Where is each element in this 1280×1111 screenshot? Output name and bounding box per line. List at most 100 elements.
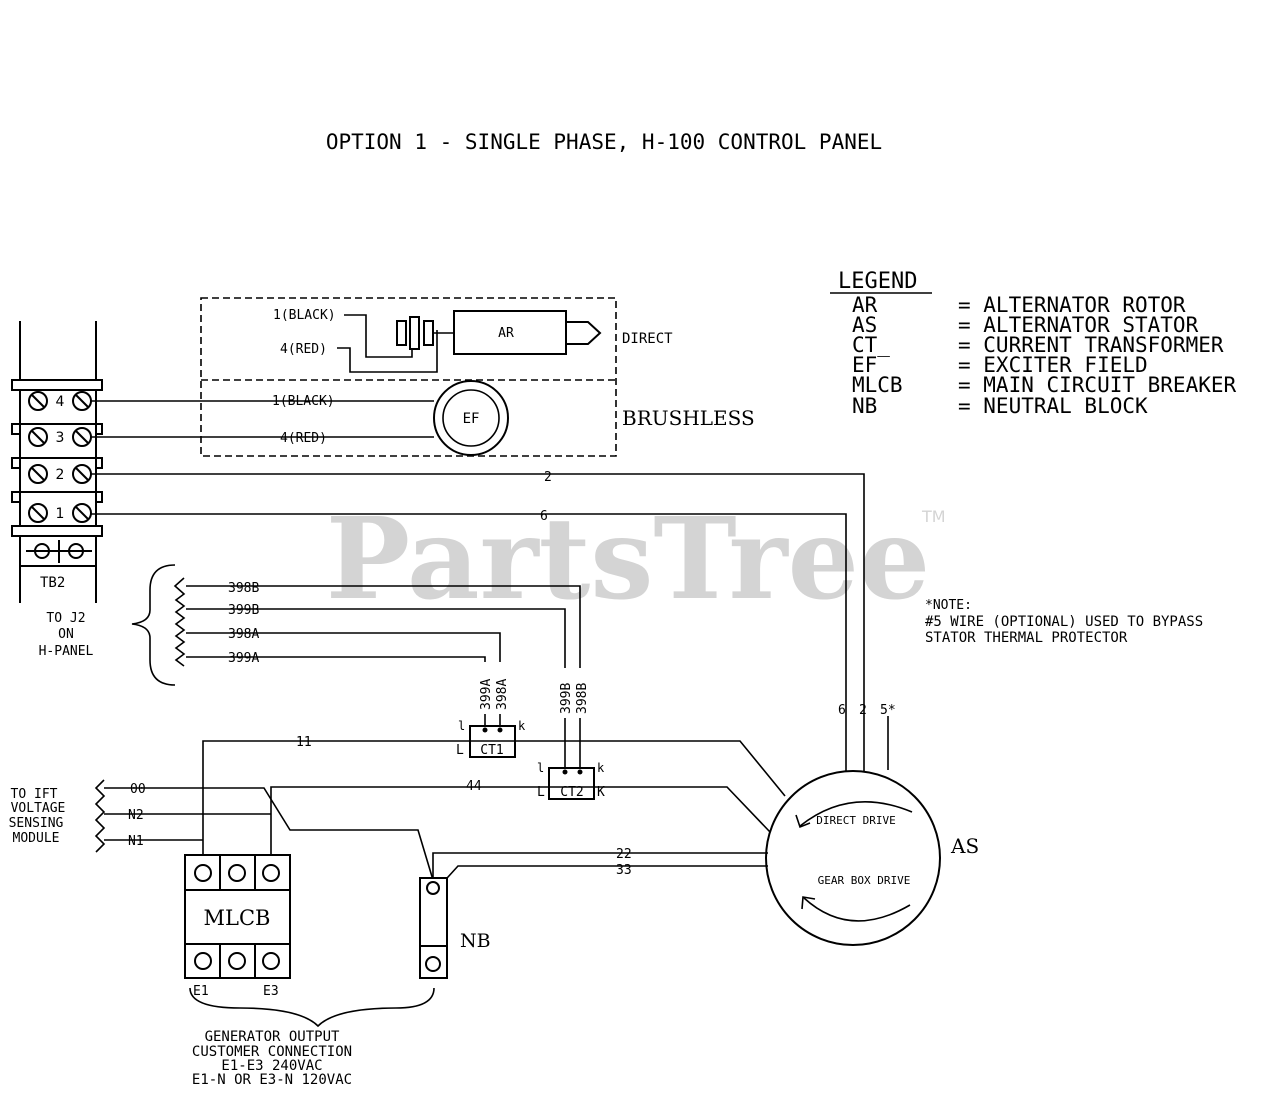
legend-desc: = EXCITER FIELD [958,353,1148,377]
j2-line3: H-PANEL [39,644,94,659]
ct2-small-l: l [537,761,544,775]
wire-2-label: 2 [544,470,552,485]
rotor-label: AR [498,326,514,341]
note: *NOTE: #5 WIRE (OPTIONAL) USED TO BYPASS… [925,598,1203,646]
legend-heading: LEGEND [838,269,917,294]
ift-line2: VOLTAGE [11,801,66,816]
exciter-field: 1(BLACK) 4(RED) EF [272,380,509,456]
legend: LEGEND AR = ALTERNATOR ROTOR AS = ALTERN… [830,269,1237,418]
mlcb-e1-label: E1 [193,984,209,999]
watermark: PartsTree TM [326,494,946,625]
legend-abbr: AS [852,313,877,337]
tb2-footer-symbol [26,540,92,563]
direct-drive-label: DIRECT DRIVE [816,814,895,827]
ift-line4: MODULE [13,831,60,846]
neutral-block: NB [419,877,491,979]
legend-entry-ct: CT_ = CURRENT TRANSFORMER [852,333,1224,357]
output-line2: CUSTOMER CONNECTION [192,1044,352,1060]
legend-desc: = ALTERNATOR ROTOR [958,293,1186,317]
stator-lead-5-label: 5* [880,703,896,718]
ct1-lead-399a-label: 399A [479,679,494,710]
wire-44: 44 [270,779,771,870]
ct1-lead-398a-label: 398A [495,679,510,710]
rotor-wire-red-label: 4(RED) [280,342,327,357]
legend-abbr: AR [852,293,878,317]
wire-11-label: 11 [296,735,312,750]
terminal-number: 1 [56,506,65,522]
ct1-small-l: l [458,719,465,733]
diagram-title: OPTION 1 - SINGLE PHASE, H-100 CONTROL P… [326,130,882,154]
legend-entry-nb: NB = NEUTRAL BLOCK [852,394,1148,418]
legend-desc: = NEUTRAL BLOCK [958,394,1148,418]
wire-n2-label: N2 [128,808,144,823]
alternator-rotor: 1(BLACK) 4(RED) AR [273,308,602,373]
terminal-1: 1 [28,503,92,523]
legend-entry-ef: EF = EXCITER FIELD [852,353,1148,377]
stator-lead-6-label: 6 [838,703,846,718]
current-transformer-ct1: CT1 l k L [456,719,526,758]
legend-desc: = MAIN CIRCUIT BREAKER [958,373,1237,397]
ct2-small-k: k [597,761,605,775]
terminal-number: 3 [56,430,65,446]
output-description: GENERATOR OUTPUT CUSTOMER CONNECTION E1-… [192,1029,352,1088]
rotor-wire-black-label: 1(BLACK) [273,308,336,323]
output-line1: GENERATOR OUTPUT [205,1029,340,1045]
wire-22: 22 [432,847,768,888]
wire-22-label: 22 [616,847,632,862]
wire-n1-label: N1 [128,834,144,849]
wire-6-label: 6 [540,509,548,524]
terminal-block-tb2: 4 3 2 1 TB2 [11,321,103,603]
rotor-option-box: DIRECT BRUSHLESS [200,297,755,457]
terminal-number: 2 [56,467,65,483]
main-circuit-breaker: MLCB E1 E3 [184,854,291,999]
current-transformer-ct2: CT2 l k L K [537,761,605,800]
wire-2: 2 [91,470,865,768]
legend-abbr: CT_ [852,333,890,357]
nb-label: NB [460,930,491,952]
ct1-l: L [456,743,464,758]
wire-399b-label: 399B [228,603,259,618]
output-line3: E1-E3 240VAC [221,1058,322,1074]
note-line2: #5 WIRE (OPTIONAL) USED TO BYPASS [925,614,1203,630]
legend-abbr: EF [852,353,877,377]
alternator-stator: AS DIRECT DRIVE GEAR BOX DRIVE [765,768,979,946]
ef-label: EF [463,411,480,427]
j2-line2: ON [58,627,74,642]
wire-33: 33 [437,863,768,889]
wire-398a-label: 398A [228,627,259,642]
ift-line1: TO IFT [11,787,58,802]
wire-398b-label: 398B [228,581,259,596]
wire-6: 6 [91,509,847,768]
ef-wire-red-label: 4(RED) [280,431,327,446]
wire-44-label: 44 [466,779,482,794]
stator-lead-2-label: 2 [859,703,867,718]
gear-box-drive-label: GEAR BOX DRIVE [818,874,911,887]
tb2-label: TB2 [40,575,65,591]
legend-desc: = CURRENT TRANSFORMER [958,333,1224,357]
ct2-lead-398b-label: 398B [575,683,590,714]
ct2-label: CT2 [560,785,583,800]
ct2-l: L [537,785,545,800]
wire-11: 11 [202,735,786,870]
wire-00-label: 00 [130,782,146,797]
watermark-text: PartsTree [326,494,930,625]
stator-label: AS [950,834,979,858]
ct1-small-k: k [518,719,526,733]
legend-abbr: NB [852,394,877,418]
watermark-tm: TM [921,507,946,526]
ct1-label: CT1 [480,743,503,758]
legend-entry-mlcb: MLCB = MAIN CIRCUIT BREAKER [852,373,1237,397]
wire-399a-label: 399A [228,651,259,666]
legend-entry-ar: AR = ALTERNATOR ROTOR [852,293,1186,317]
mlcb-label: MLCB [204,906,271,930]
output-line4: E1-N OR E3-N 120VAC [192,1072,352,1088]
ift-connector: TO IFT VOLTAGE SENSING MODULE 00 N2 N1 [9,779,434,881]
note-line1: *NOTE: [925,598,972,613]
j2-connector: TO J2 ON H-PANEL 398B 399B 398A 399A [39,564,581,686]
terminal-number: 4 [56,394,65,410]
brushless-label: BRUSHLESS [622,406,755,430]
direct-label: DIRECT [622,331,673,347]
legend-entry-as: AS = ALTERNATOR STATOR [852,313,1199,337]
terminal-2: 2 [28,464,92,484]
